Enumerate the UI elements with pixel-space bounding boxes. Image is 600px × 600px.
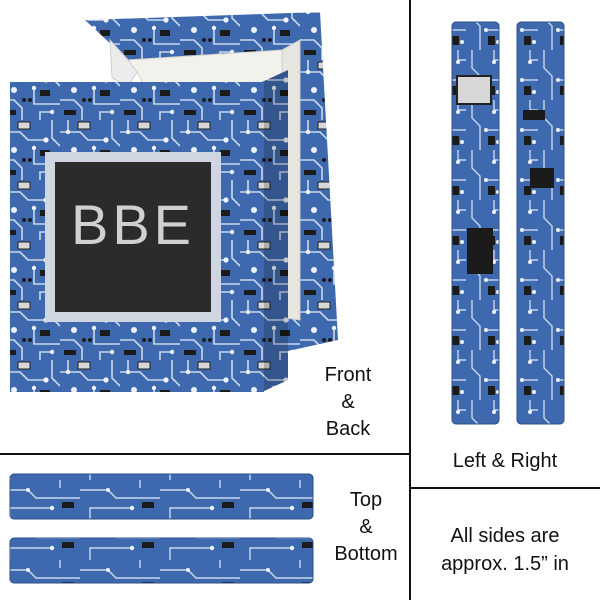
side-strip-left [451, 21, 500, 425]
label-bottom: Bottom [334, 543, 398, 565]
sides-note-line1: All sides are [450, 525, 560, 547]
label-top-bottom: Top & Bottom [322, 487, 410, 568]
strip-top [9, 473, 314, 520]
label-back: Back [325, 418, 371, 440]
sides-size-note: All sides are approx. 1.5” in [415, 522, 595, 578]
label-top-amp: & [359, 516, 373, 538]
side-strip-right [516, 21, 565, 425]
label-left-right: Left & Right [452, 450, 558, 472]
monogram: BBE [70, 193, 196, 256]
strip-bottom [9, 537, 314, 584]
sides-note-line2: approx. 1.5” in [441, 553, 569, 575]
canvas-front [10, 70, 288, 392]
label-top: Top [349, 489, 383, 511]
label-front-back: Front & Back [308, 362, 388, 443]
label-front-amp: & [341, 391, 355, 413]
label-front: Front [324, 364, 372, 386]
